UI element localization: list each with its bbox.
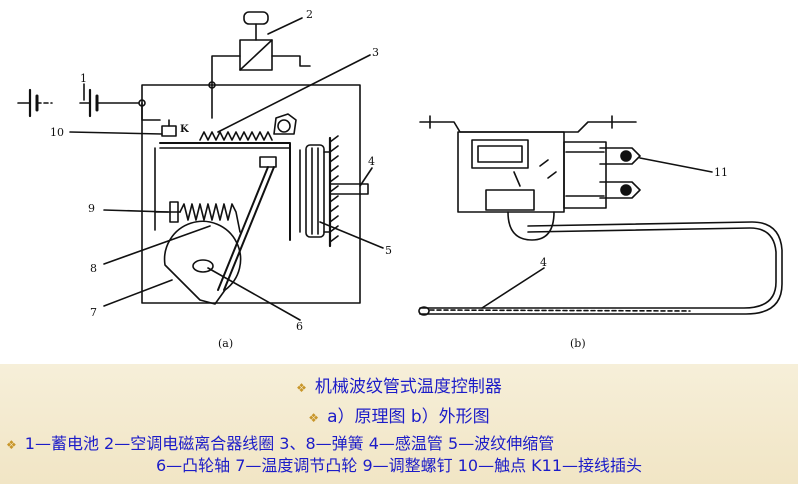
caption-legend-line-1: ❖ 1—蓄电池 2—空调电磁离合器线圈 3、8—弹簧 4—感温管 5—波纹伸缩管 [0, 430, 798, 454]
caption-panel: ❖ 机械波纹管式温度控制器 ❖ a）原理图 b）外形图 ❖ 1—蓄电池 2—空调电磁离… [0, 364, 798, 484]
label-11: 11 [714, 166, 728, 179]
subfigure-b-label: (b) [570, 337, 586, 350]
spring-3 [199, 131, 273, 141]
caption-legend-1: 1—蓄电池 2—空调电磁离合器线圈 3、8—弹簧 4—感温管 5—波纹伸缩管 [24, 434, 555, 453]
cam-rod [217, 166, 275, 291]
label-6: 6 [296, 320, 303, 333]
diamond-bullet-icon: ❖ [308, 411, 320, 425]
caption-legend-2: 6—凸轮轴 7—温度调节凸轮 9—调整螺钉 10—触点 K11—接线插头 [155, 456, 643, 475]
controller-body [419, 115, 641, 241]
adjust-screw [154, 147, 241, 233]
label-8: 8 [90, 262, 97, 275]
diagram-figure: 1 2 3 4 5 6 7 8 9 10 K 11 4 (a) (b) [0, 0, 798, 364]
bellows [299, 135, 369, 248]
diagram-svg: 1 2 3 4 5 6 7 8 9 10 K 11 4 (a) (b) [17, 8, 783, 350]
label-5: 5 [385, 244, 392, 257]
label-10: 10 [50, 126, 64, 139]
caption-subtitle-line: ❖ a）原理图 b）外形图 [0, 402, 798, 427]
label-4a: 4 [368, 155, 375, 168]
caption-title: 机械波纹管式温度控制器 [314, 377, 502, 397]
label-4b: 4 [540, 256, 547, 269]
label-9: 9 [88, 202, 95, 215]
housing-frame [141, 84, 361, 304]
caption-subtitle: a）原理图 b）外形图 [327, 407, 490, 427]
capillary-tube [418, 221, 783, 316]
caption-title-line: ❖ 机械波纹管式温度控制器 [0, 372, 798, 397]
label-1: 1 [80, 72, 87, 85]
label-2: 2 [306, 8, 313, 21]
battery-symbol [17, 88, 143, 118]
clutch-coil [239, 11, 311, 71]
caption-legend-line-2: 6—凸轮轴 7—温度调节凸轮 9—调整螺钉 10—触点 K11—接线插头 [0, 452, 798, 476]
label-3: 3 [372, 46, 379, 59]
subfigure-a-label: (a) [218, 337, 233, 350]
label-7: 7 [90, 306, 97, 319]
diamond-bullet-icon: ❖ [6, 438, 17, 452]
diamond-bullet-icon: ❖ [296, 381, 307, 395]
label-k: K [180, 124, 189, 135]
